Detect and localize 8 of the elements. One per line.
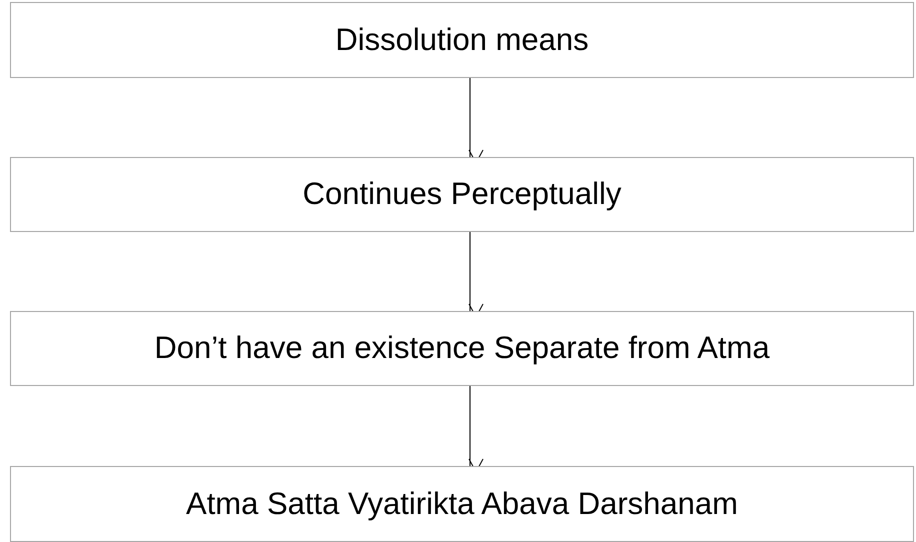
process-box	[10, 157, 914, 232]
box-label: Continues Perceptually	[302, 175, 622, 214]
box-label: Dissolution means	[335, 20, 589, 59]
box-label: Don’t have an existence Separate from Atma	[154, 329, 770, 368]
process-box	[10, 466, 914, 542]
process-box	[10, 2, 914, 78]
box-label: Atma Satta Vyatirikta Abava Darshanam	[186, 484, 738, 523]
process-box	[10, 311, 914, 386]
